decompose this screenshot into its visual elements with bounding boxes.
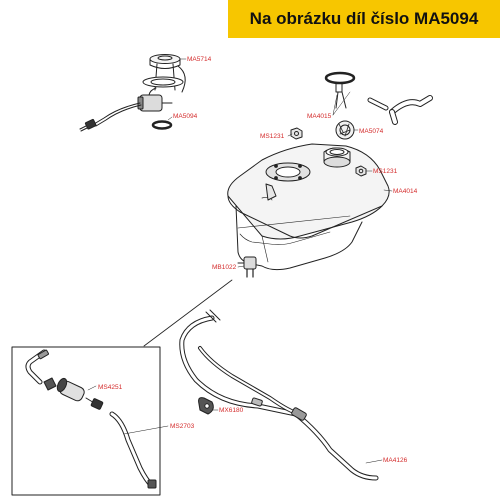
part-label-ma5074: MA5074: [359, 128, 384, 135]
part-label-mb1022: MB1022: [212, 264, 237, 271]
part-label-ms2703: MS2703: [170, 423, 195, 430]
fuel-tap-mb1022: [237, 256, 257, 278]
breather-hose-ma4126: [179, 309, 379, 481]
part-label-ms1231-right: MS1231: [373, 168, 398, 175]
fuel-pump-assembly: [79, 54, 186, 132]
inset-fuel-filter-assembly: [25, 349, 157, 489]
fuel-tank: [227, 143, 390, 271]
part-label-mx6180: MX6180: [219, 407, 244, 414]
part-label-ma5094: MA5094: [173, 113, 198, 120]
hose-clamp-mx6180: [198, 397, 214, 415]
part-label-ma4014: MA4014: [393, 188, 418, 195]
nut-ms1231-top: [290, 127, 303, 140]
part-label-ma4126: MA4126: [383, 457, 408, 464]
part-label-ma4015: MA4015: [307, 113, 332, 120]
leader-lines: [87, 58, 393, 464]
filler-ring-assembly: [324, 71, 433, 125]
title-banner: Na obrázku díl číslo MA5094: [228, 0, 500, 38]
inset-frame: [11, 346, 161, 496]
inset-leader-line: [143, 279, 233, 347]
title-text: Na obrázku díl číslo MA5094: [249, 9, 479, 28]
part-label-ms1231-top: MS1231: [260, 133, 285, 140]
part-label-ma5714: MA5714: [187, 56, 212, 63]
part-label-ms4251: MS4251: [98, 384, 123, 391]
gauge-ring-ma5074: [335, 120, 355, 140]
